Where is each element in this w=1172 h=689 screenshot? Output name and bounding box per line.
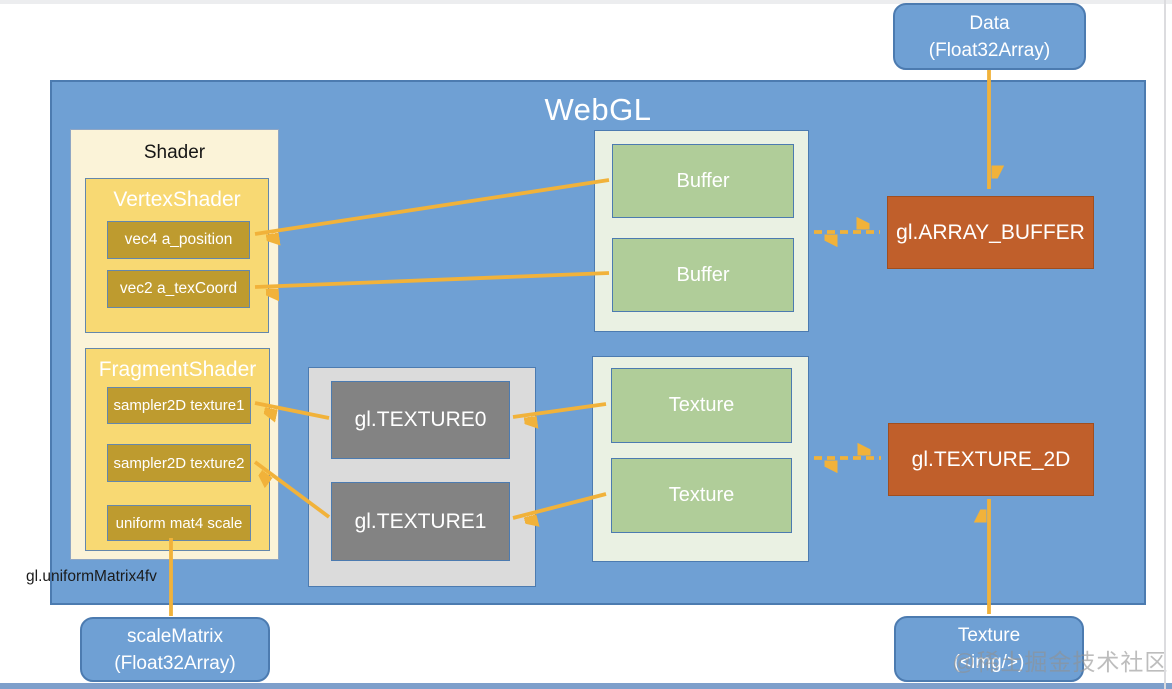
page-bottom-strip <box>0 683 1172 689</box>
fragment-shader-box: FragmentShader sampler2D texture1 sample… <box>85 348 270 551</box>
scale-matrix-box: scaleMatrix (Float32Array) <box>80 617 270 682</box>
texture-box-2: Texture <box>611 458 792 533</box>
webgl-container: WebGL Shader VertexShader vec4 a_positio… <box>50 80 1146 605</box>
webgl-title: WebGL <box>544 92 652 127</box>
buffer-group: Buffer Buffer <box>594 130 809 332</box>
fragment-shader-title: FragmentShader <box>98 358 257 381</box>
buffer-box-2: Buffer <box>612 238 794 312</box>
gl-texture1-box: gl.TEXTURE1 <box>331 482 510 561</box>
scale-matrix-line1: scaleMatrix <box>126 625 224 647</box>
gl-texture-2d-box: gl.TEXTURE_2D <box>888 423 1094 496</box>
texture-group: Texture Texture <box>592 356 809 562</box>
shader-title: Shader <box>143 142 206 163</box>
scale-matrix-line2: (Float32Array) <box>114 652 236 674</box>
texture-img-line2: (<img/>) <box>953 652 1025 673</box>
attr-sampler2d-texture1: sampler2D texture1 <box>107 387 251 424</box>
buffer-box-1: Buffer <box>612 144 794 218</box>
attr-vec4-a-position: vec4 a_position <box>107 221 250 259</box>
gl-array-buffer-box: gl.ARRAY_BUFFER <box>887 196 1094 269</box>
attr-uniform-mat4-scale: uniform mat4 scale <box>107 505 251 541</box>
data-box-line2: (Float32Array) <box>928 39 1051 61</box>
data-box: Data (Float32Array) <box>893 3 1086 70</box>
shader-panel: Shader VertexShader vec4 a_position vec2… <box>70 129 279 560</box>
data-box-line1: Data <box>969 12 1010 34</box>
texture-box-1: Texture <box>611 368 792 443</box>
texture-img-box: Texture (<img/>) <box>894 616 1084 682</box>
texture-unit-group: gl.TEXTURE0 gl.TEXTURE1 <box>308 367 536 587</box>
page-top-strip <box>0 0 1172 4</box>
gl-texture0-box: gl.TEXTURE0 <box>331 381 510 459</box>
uniform-matrix-label: gl.uniformMatrix4fv <box>26 568 157 585</box>
attr-sampler2d-texture2: sampler2D texture2 <box>107 444 251 482</box>
vertex-shader-title: VertexShader <box>113 188 241 211</box>
page-edge-line <box>1164 0 1166 689</box>
texture-img-line1: Texture <box>957 625 1021 646</box>
attr-vec2-a-texcoord: vec2 a_texCoord <box>107 270 250 308</box>
vertex-shader-box: VertexShader vec4 a_position vec2 a_texC… <box>85 178 269 333</box>
